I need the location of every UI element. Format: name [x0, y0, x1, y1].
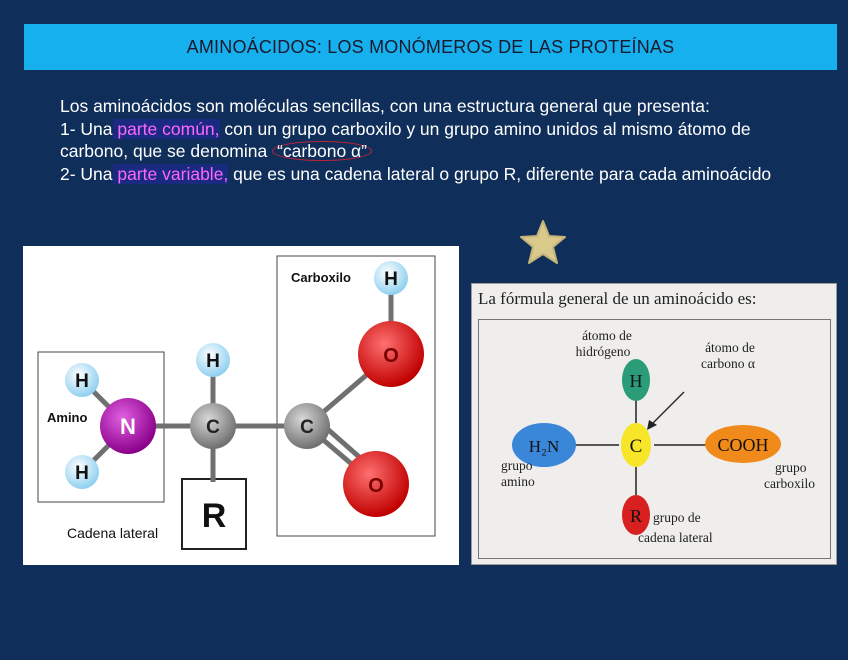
svg-text:R: R [630, 506, 642, 526]
svg-text:H: H [75, 371, 89, 392]
label-hidrogeno-1: átomo de [582, 328, 632, 343]
highlight-parte-variable: parte variable, [112, 163, 229, 184]
label-amino-1: grupo [501, 458, 533, 473]
point-1-text: con un grupo carboxilo y un grupo amino … [60, 118, 751, 162]
label-carboxilo: Carboxilo [291, 270, 351, 285]
label-amino-2: amino [501, 474, 535, 489]
slide-title: AMINOÁCIDOS: LOS MONÓMEROS DE LAS PROTEÍ… [186, 36, 675, 57]
intro-point-2: 2- Una parte variable, que es una cadena… [60, 163, 820, 186]
point-2-text: que es una cadena lateral o grupo R, dif… [228, 163, 772, 184]
svg-text:COOH: COOH [717, 435, 768, 455]
point-2-prefix: 2- Una [60, 163, 113, 184]
node-cooh: COOH [705, 425, 781, 463]
circled-carbono-alfa: “carbono α” [272, 141, 372, 161]
amino-acid-3d-diagram: H H N H C C O O H Carboxilo Amino Cadena… [23, 246, 459, 565]
svg-text:H₂N: H₂N [529, 437, 559, 456]
general-formula-diagram: La fórmula general de un aminoácido es: … [471, 283, 837, 565]
r-group-label: R [202, 497, 227, 535]
atom-c-alpha: C [190, 403, 236, 449]
label-cadena-lateral: Cadena lateral [67, 525, 158, 541]
atom-c-carboxyl: C [284, 403, 330, 449]
atom-h-amino-bottom: H [65, 455, 99, 489]
node-h: H [622, 359, 650, 401]
star-icon [520, 220, 566, 264]
label-r-1: grupo de [653, 510, 701, 525]
atom-o-carbonyl: O [343, 451, 409, 517]
intro-line-1: Los aminoácidos son moléculas sencillas,… [60, 96, 710, 116]
label-r-2: cadena lateral [638, 530, 713, 545]
atom-n: N [100, 398, 156, 454]
formula-svg: H₂N C H COOH R átomo de hidrógeno átomo … [501, 328, 815, 545]
svg-text:O: O [368, 475, 384, 497]
label-carboxilo-2: carboxilo [764, 476, 815, 491]
node-c: C [621, 423, 651, 467]
svg-text:N: N [120, 414, 136, 439]
svg-text:H: H [384, 269, 398, 290]
svg-text:H: H [630, 371, 643, 391]
intro-text: Los aminoácidos son moléculas sencillas,… [60, 95, 820, 185]
atom-h-carboxyl: H [374, 261, 408, 295]
label-carbono-1: átomo de [705, 340, 755, 355]
label-carboxilo-1: grupo [775, 460, 807, 475]
atom-o-hydroxyl: O [358, 321, 424, 387]
molecule-svg: H H N H C C O O H Carboxilo Amino Cadena… [37, 255, 436, 550]
svg-text:C: C [300, 417, 314, 438]
svg-text:C: C [206, 417, 220, 438]
label-amino: Amino [47, 410, 88, 425]
point-1-prefix: 1- Una [60, 118, 113, 139]
atom-h-alpha: H [196, 343, 230, 377]
highlight-parte-comun: parte común, [112, 118, 220, 139]
svg-text:H: H [75, 463, 89, 484]
atom-h-amino-top: H [65, 363, 99, 397]
carboxyl-box [276, 255, 436, 537]
formula-title: La fórmula general de un aminoácido es: [478, 289, 757, 308]
node-r: R [622, 495, 650, 535]
node-h2n: H₂N [512, 423, 576, 467]
slide-title-bar: AMINOÁCIDOS: LOS MONÓMEROS DE LAS PROTEÍ… [24, 24, 837, 70]
svg-text:H: H [206, 351, 220, 372]
label-hidrogeno-2: hidrógeno [576, 344, 631, 359]
label-carbono-2: carbono α [701, 356, 755, 371]
intro-point-1: 1- Una parte común, con un grupo carboxi… [60, 118, 820, 163]
formula-box: H₂N C H COOH R átomo de hidrógeno átomo … [478, 319, 831, 559]
svg-text:O: O [383, 345, 399, 367]
svg-text:C: C [630, 436, 643, 457]
